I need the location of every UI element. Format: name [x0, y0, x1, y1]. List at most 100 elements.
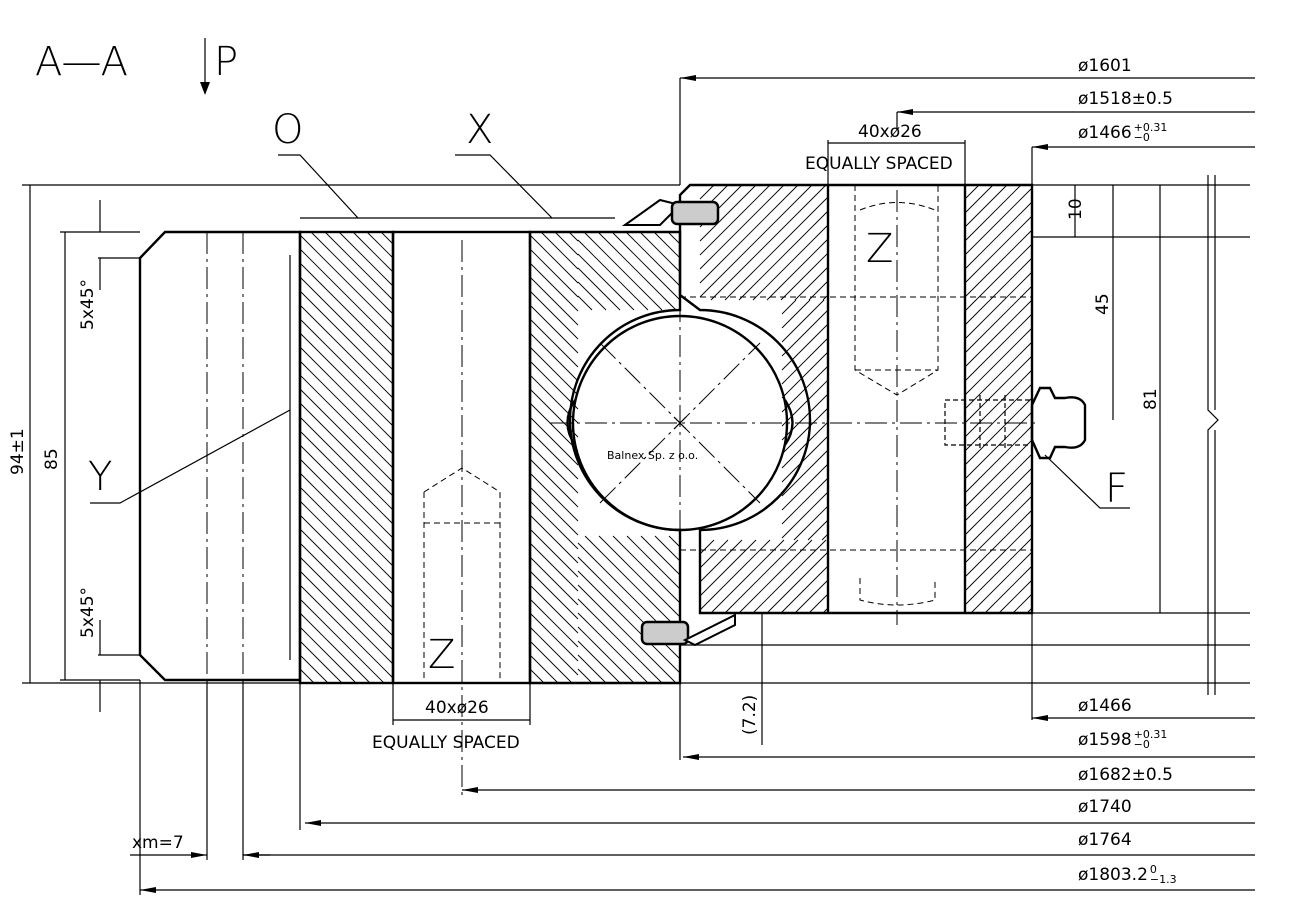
arrowhead [897, 109, 913, 115]
hatch-line [964, 271, 1033, 340]
dim-81: 81 [1141, 388, 1161, 410]
hatch-line [699, 539, 757, 597]
hatch-line [577, 612, 649, 684]
hatch-line [699, 184, 813, 298]
view-arrow-head [200, 82, 210, 95]
dim-85: 85 [42, 448, 62, 470]
diameter-top-tol-lower: −0 [1134, 131, 1150, 144]
dim-45: 45 [1093, 293, 1113, 315]
hatch-line [529, 346, 579, 396]
arrowhead [1032, 715, 1048, 721]
hatch-line [568, 231, 579, 242]
grease-nipple [1030, 386, 1087, 460]
hatch-line [529, 640, 573, 684]
hatch-line [964, 453, 1033, 522]
hatch-line [529, 318, 579, 368]
callout-z-bottom: Z [428, 632, 455, 678]
hatch-line [299, 388, 394, 483]
diameter-bottom-tol-lower: −1.3 [1150, 873, 1177, 886]
hatch-line [781, 477, 829, 525]
hatch-line [529, 262, 579, 312]
hatch-line [653, 231, 681, 259]
hatch-line [964, 187, 1033, 256]
hatch-line [699, 184, 715, 200]
hatch-line [699, 184, 799, 284]
hatch-line [964, 383, 1033, 452]
tapped-hole-bottom [423, 467, 501, 683]
hatch-line [529, 626, 579, 676]
hatch-line [529, 528, 579, 578]
hatch-line [998, 579, 1033, 614]
hatch-line [299, 570, 394, 665]
holes-bottom-note: EQUALLY SPACED [372, 733, 520, 753]
hatch-line [299, 584, 394, 679]
hatch-line [529, 360, 579, 410]
hatch-line [299, 262, 394, 357]
hatch-line [577, 239, 649, 311]
hatch-line [583, 231, 663, 311]
hatch-line [529, 248, 579, 298]
hatch-line [299, 528, 394, 623]
hatch-line [299, 248, 394, 343]
hatch-line [529, 668, 545, 684]
hatch-line [964, 537, 1033, 606]
diameter-bottom-5: ø1803.2 [1078, 865, 1148, 885]
hatch-line [299, 486, 394, 581]
hatch-line [299, 290, 394, 385]
hatch-line [529, 654, 559, 684]
hatch-line [724, 196, 829, 301]
hatch-line [964, 495, 1033, 564]
hatch-line [299, 626, 357, 684]
diameter-bottom-0: ø1466 [1078, 696, 1132, 716]
hatch-line [964, 509, 1033, 578]
holes-top-count: 40xø26 [858, 122, 922, 142]
hatch-line [964, 201, 1033, 270]
hatch-line [752, 539, 827, 614]
hatch-line [766, 551, 829, 614]
hatch-line [639, 231, 681, 273]
hatch-line [529, 444, 579, 494]
hatch-line [529, 458, 579, 508]
hatch-line [699, 539, 715, 555]
callout-o: O [272, 107, 303, 153]
hatch-line [781, 393, 829, 441]
hatch-line [529, 612, 579, 662]
arrowhead [680, 75, 696, 81]
callout-y: Y [88, 454, 112, 500]
hatch-line [964, 481, 1033, 550]
hatch-line [529, 542, 579, 592]
hatch-line [299, 430, 394, 525]
outer-ring-outline [678, 183, 1034, 615]
hatch-line [781, 463, 829, 511]
hatch-line [964, 229, 1033, 298]
hatch-line [781, 299, 797, 315]
hatch-line [781, 337, 829, 385]
hatch-line [808, 593, 829, 614]
hatch-line [738, 539, 813, 614]
callout-x: X [466, 107, 493, 153]
dim-10: 10 [1066, 198, 1086, 220]
hatch-line [781, 299, 825, 343]
hatch-line [964, 341, 1033, 410]
hatch-line [598, 535, 681, 618]
hatch-line [597, 231, 677, 311]
hatch-line [299, 612, 371, 684]
hatch-line [699, 184, 757, 242]
hatch-line [1012, 593, 1033, 614]
hatch-line [299, 332, 394, 427]
hatch-line [299, 542, 394, 637]
hatch-line [529, 570, 579, 620]
hatch-line [299, 304, 394, 399]
hatch-line [667, 231, 681, 245]
hatch-line [964, 285, 1033, 354]
hatch-line [529, 402, 579, 452]
hatch-line [299, 346, 394, 441]
hatch-line [529, 234, 579, 284]
hatch-line [299, 668, 315, 684]
hatch-line [781, 379, 829, 427]
hatch-line [964, 467, 1033, 536]
hatch-line [964, 327, 1033, 396]
holes-bottom-count: 40xø26 [425, 698, 489, 718]
gear-ring-outline [138, 230, 302, 682]
diameter-top-2: ø1466 [1078, 123, 1132, 143]
